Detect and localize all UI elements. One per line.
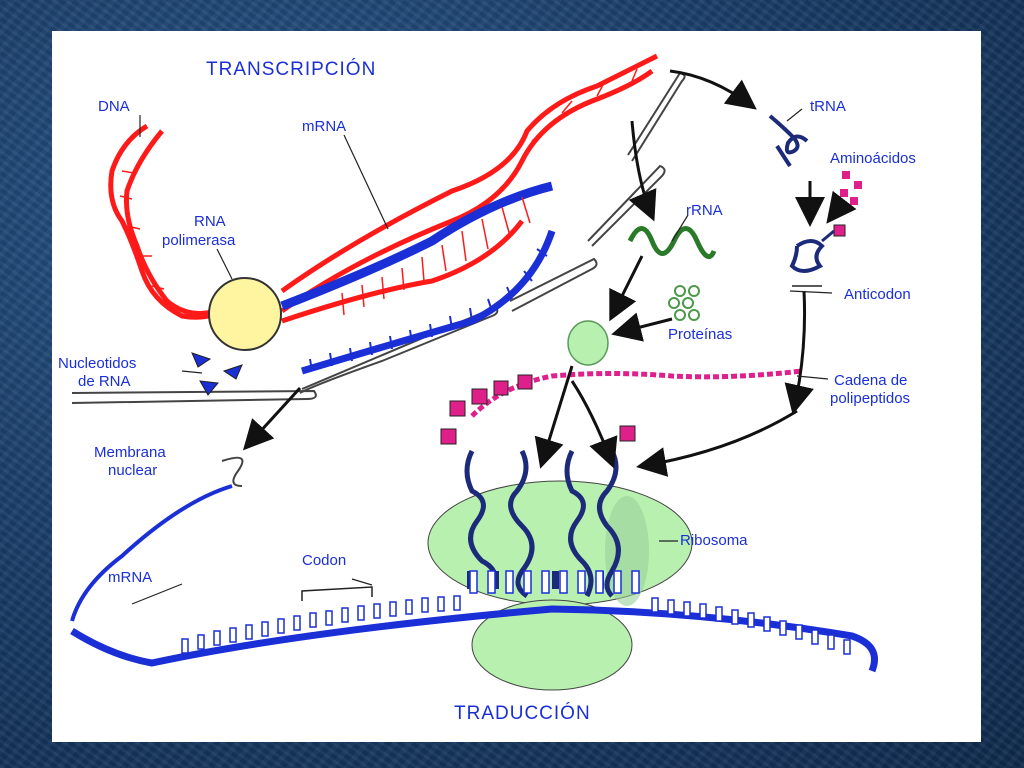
label-aminoacidos: Aminoácidos — [830, 150, 916, 167]
protein-synthesis-diagram: TRANSCRIPCIÓN TRADUCCIÓN DNA mRNA RNA po… — [58, 53, 916, 724]
label-rna-polimerasa-1: RNA — [194, 213, 226, 230]
codon-bracket — [301, 586, 373, 601]
rrna-strand — [627, 226, 717, 260]
mrna-transcript — [280, 181, 556, 375]
label-nucleotidos-1: Nucleotidos — [58, 355, 136, 372]
label-codon: Codon — [302, 552, 346, 569]
dna-rungs — [119, 68, 638, 290]
label-mrna-bottom: mRNA — [108, 569, 152, 586]
proteins — [668, 285, 700, 321]
label-mrna-top: mRNA — [302, 118, 346, 135]
mrna-bottom-strand — [70, 484, 878, 673]
label-cadena-1: Cadena de — [834, 372, 907, 389]
diagram-panel: TRANSCRIPCIÓN TRADUCCIÓN DNA mRNA RNA po… — [52, 31, 981, 742]
polypeptide-chain — [449, 368, 803, 418]
label-dna: DNA — [98, 98, 130, 115]
leader-lines — [131, 108, 833, 605]
trna-charged — [789, 224, 846, 287]
label-cadena-2: polipeptidos — [830, 390, 910, 407]
process-arrows — [242, 69, 857, 477]
rna-polymerase — [208, 277, 282, 351]
label-proteinas: Proteínas — [668, 326, 732, 343]
nuclear-membrane — [71, 71, 686, 487]
label-anticodon: Anticodon — [844, 286, 911, 303]
amino-acids — [840, 171, 862, 205]
dna-helix — [108, 53, 659, 324]
trna-free — [768, 114, 809, 168]
ribosome-subunit — [567, 320, 609, 366]
title-traduccion: TRADUCCIÓN — [454, 702, 591, 724]
label-membrana-1: Membrana — [94, 444, 166, 461]
label-ribosoma: Ribosoma — [680, 532, 748, 549]
title-transcripcion: TRANSCRIPCIÓN — [206, 58, 376, 80]
trna-in-ribosome — [464, 449, 621, 599]
trna-aminoacids — [440, 425, 636, 445]
label-rrna: rRNA — [686, 202, 723, 219]
label-nucleotidos-2: de RNA — [78, 373, 131, 390]
label-trna: tRNA — [810, 98, 846, 115]
label-rna-polimerasa-2: polimerasa — [162, 232, 236, 249]
label-membrana-2: nuclear — [108, 462, 157, 479]
rna-nucleotides — [191, 352, 243, 396]
